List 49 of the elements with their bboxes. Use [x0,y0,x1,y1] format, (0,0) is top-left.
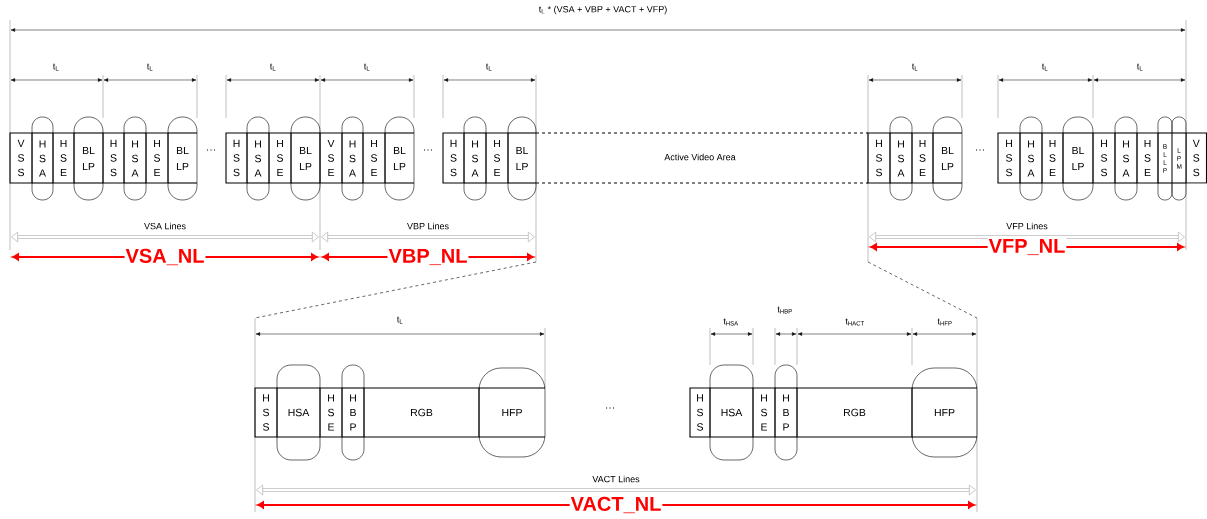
dimension-label: t$_{L}$ [51,62,61,72]
dimension-label: t$_{HFP}$ [936,317,954,327]
cell-box: H S E [911,132,934,184]
dimension-label: VSA Lines [143,221,188,231]
cell-box: RGB [796,387,913,438]
dimension-label: VFP Lines [1005,221,1049,231]
cell-box: H S E [145,132,169,184]
ellipsis: … [976,149,984,151]
ellipsis: … [207,149,215,151]
ellipsis: … [606,407,614,409]
cell-box: H S E [752,387,776,438]
dimension-label: t$_{HSA}$ [722,317,740,327]
cell-box: H S S [254,387,278,438]
dimension-label: t$_{HACT}$ [844,317,866,327]
dimension-label: t$_{L}$ [1040,62,1050,72]
dimension-label: t$_{L}$ [395,315,405,325]
cell-box: H S E [362,132,386,184]
dimension-label: t$_{L}$ [268,62,278,72]
dimension-label: VBP Lines [406,221,450,231]
cell-box: H S S [225,132,248,184]
cell-box: V S S [9,132,33,184]
cell-box: H S S [689,387,711,438]
cell-box: H S S [442,132,465,184]
dimension-label: VACT_NL [569,495,663,515]
cell-box: H S E [1041,132,1064,184]
cell-box: V S S [1185,132,1207,184]
cell-box: H S E [485,132,509,184]
cell-box: H S S [1092,132,1116,184]
dimension-label: t$_{L}$ [362,62,372,72]
dimension-label: t$_{HBP}$ [776,305,794,315]
dimension-label: t$_{L}$ * (VSA + VBP + VACT + VFP) [537,4,669,16]
ellipsis: … [424,149,432,151]
dimension-label: t$_{L}$ [910,62,920,72]
dimension-label: VACT Lines [591,474,641,484]
cell-box: H S E [319,387,343,438]
dimension-label: VBP_NL [387,247,469,267]
cell-box: H S E [268,132,292,184]
cell-box: H S S [102,132,125,184]
area-label: Active Video Area [664,153,736,161]
dimension-label: t$_{L}$ [484,62,494,72]
cell-box: H S E [1136,132,1159,184]
cell-box: V S E [319,132,343,184]
dimension-label: t$_{L}$ [1135,62,1145,72]
dimension-label: t$_{L}$ [145,62,155,72]
dimension-label: VSA_NL [124,247,206,267]
cell-box: RGB [363,387,480,438]
cell-box: H S S [997,132,1021,184]
cell-box: H S E [52,132,75,184]
cell-box: H S S [867,132,891,184]
